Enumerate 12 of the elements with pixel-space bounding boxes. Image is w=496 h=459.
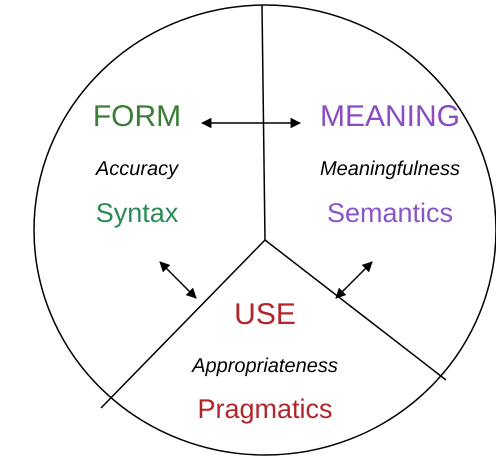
descriptor-text: Appropriateness bbox=[190, 355, 339, 378]
descriptor-text: Accuracy bbox=[94, 158, 180, 181]
double-arrow bbox=[335, 261, 373, 299]
descriptor-text: Meaningfulness bbox=[318, 158, 462, 181]
double-arrow bbox=[200, 118, 302, 128]
category-title: MEANING bbox=[318, 100, 461, 134]
category-title: USE bbox=[233, 298, 297, 332]
term-text: Pragmatics bbox=[196, 394, 334, 426]
category-title: FORM bbox=[92, 100, 182, 134]
double-arrow bbox=[159, 261, 197, 299]
term-text: Semantics bbox=[326, 198, 454, 230]
term-text: Syntax bbox=[94, 198, 180, 230]
